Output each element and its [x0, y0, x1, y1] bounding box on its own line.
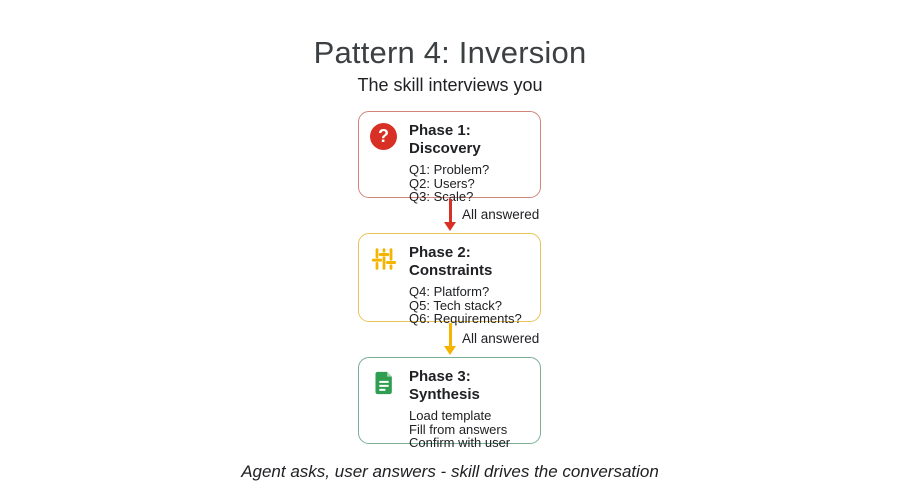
- flow-arrow-down-2: [444, 323, 456, 355]
- arrow-shaft: [448, 199, 452, 222]
- page-title: Pattern 4: Inversion: [313, 35, 587, 70]
- phase-2-card: Phase 2: Constraints Q4: Platform? Q5: T…: [358, 233, 541, 325]
- phase-item: Load template: [409, 408, 492, 423]
- phase-1-card: ? Phase 1: Discovery Q1: Problem? Q2: Us…: [358, 111, 541, 203]
- arrow-shaft: [448, 323, 452, 346]
- sliders-tune-icon: [370, 245, 398, 273]
- arrow-label: All answered: [462, 207, 540, 222]
- phase-item: Q2: Users?: [409, 175, 475, 191]
- phase-item: Q4: Platform?: [409, 284, 490, 299]
- arrow-head: [444, 346, 456, 355]
- phase-3-body: Phase 3: Synthesis Load template Fill fr…: [409, 368, 529, 450]
- phase-2-body: Phase 2: Constraints Q4: Platform? Q5: T…: [409, 244, 529, 326]
- phase-item: Q6: Requirements?: [409, 311, 522, 327]
- phase-item: Q1: Problem?: [409, 162, 490, 177]
- phase-item: Q5: Tech stack?: [409, 297, 502, 313]
- phase-title: Phase 3: Synthesis: [409, 368, 480, 403]
- phase-title: Phase 1: Discovery: [409, 122, 481, 157]
- phase-item: Q3: Scale?: [409, 189, 474, 205]
- phase-1-body: Phase 1: Discovery Q1: Problem? Q2: User…: [409, 122, 529, 204]
- arrow-label: All answered: [462, 331, 540, 346]
- footer-caption: Agent asks, user answers - skill drives …: [241, 462, 659, 481]
- phase-3-card: Phase 3: Synthesis Load template Fill fr…: [358, 357, 541, 449]
- page-subtitle: The skill interviews you: [357, 75, 543, 95]
- phase-title: Phase 2: Constraints: [409, 244, 493, 279]
- phase-item: Fill from answers: [409, 421, 508, 437]
- document-icon: [370, 369, 398, 397]
- phase-item: Confirm with user: [409, 435, 511, 451]
- flow-arrow-down-1: [444, 199, 456, 231]
- arrow-head: [444, 222, 456, 231]
- help-question-icon: ?: [370, 123, 398, 151]
